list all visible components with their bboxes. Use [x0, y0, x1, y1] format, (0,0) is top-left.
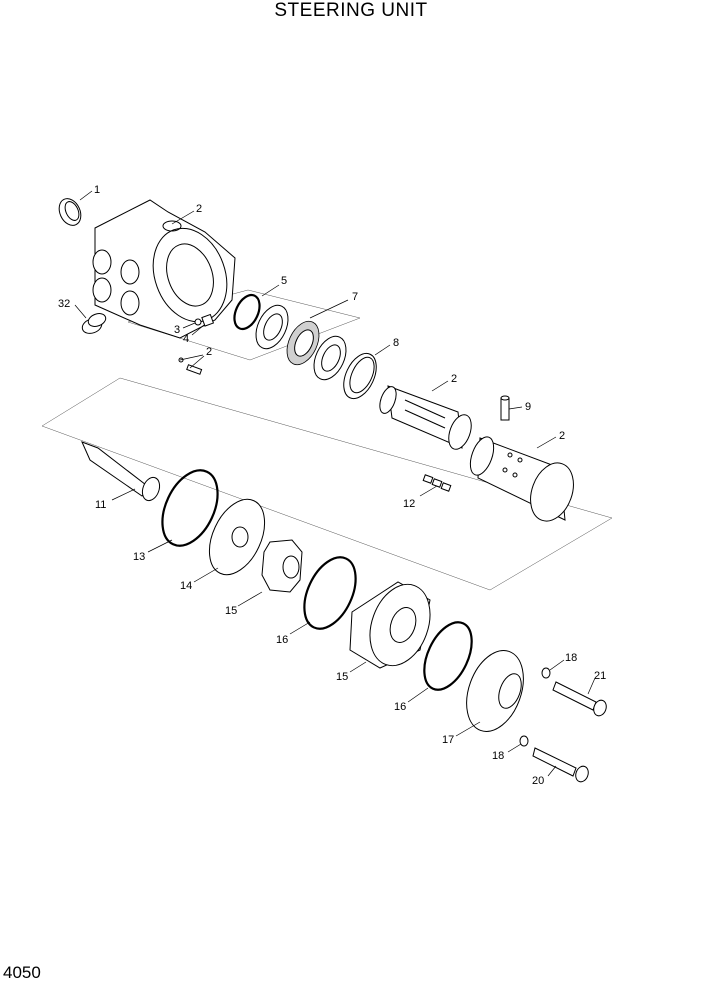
part-11-cardan-shaft	[81, 441, 161, 502]
callout-13: 13	[133, 551, 145, 563]
callout-2-pin: 2	[206, 346, 212, 358]
callout-11: 11	[95, 499, 106, 511]
part-15-gear-rotor	[261, 539, 303, 593]
part-7-bearing-washers	[255, 304, 347, 381]
part-3-ball	[194, 318, 202, 326]
part-2-pin	[178, 357, 203, 375]
part-17-end-cover	[466, 650, 524, 732]
callout-2-sleeve: 2	[559, 430, 565, 442]
part-18-washer-b	[519, 735, 529, 747]
callout-2-spool: 2	[451, 373, 457, 385]
callout-16-a: 16	[276, 634, 288, 646]
part-20-bolt	[532, 747, 589, 783]
callout-1: 1	[94, 184, 100, 196]
part-2-sleeve	[469, 436, 574, 522]
callout-9: 9	[525, 401, 531, 413]
page-title: STEERING UNIT	[274, 0, 428, 21]
part-12-springs	[422, 474, 452, 492]
callout-17: 17	[442, 734, 454, 746]
callout-20: 20	[532, 775, 544, 787]
part-13-oring	[161, 469, 219, 547]
callout-16-b: 16	[394, 701, 406, 713]
callout-14: 14	[180, 580, 192, 592]
part-18-washer-a	[541, 667, 551, 679]
part-2-housing	[92, 199, 236, 339]
part-2-spool	[379, 385, 472, 450]
part-4-valve	[201, 313, 215, 327]
callout-7: 7	[352, 291, 358, 303]
callout-2-housing: 2	[196, 203, 202, 215]
part-15-gear-ring	[349, 581, 431, 669]
assembly-frame	[41, 377, 613, 591]
callout-18-a: 18	[565, 652, 577, 664]
callout-5: 5	[281, 275, 287, 287]
leader-lines	[74, 190, 596, 777]
part-5-oring	[233, 293, 261, 331]
callout-21: 21	[594, 670, 606, 682]
part-1-ring	[58, 198, 82, 226]
part-32-plug	[81, 313, 107, 334]
part-8-ring	[343, 352, 377, 400]
callout-15-gear: 15	[225, 605, 237, 617]
page-number: 4050	[3, 963, 41, 982]
callout-12: 12	[403, 498, 415, 510]
part-14-plate	[208, 498, 266, 576]
callout-32: 32	[58, 298, 70, 310]
callout-8: 8	[393, 337, 399, 349]
part-21-bolt	[552, 681, 607, 717]
callout-3: 3	[174, 324, 180, 336]
part-16-oring-a	[303, 556, 357, 630]
callout-4: 4	[183, 333, 189, 345]
callout-18-b: 18	[492, 750, 504, 762]
callout-15-ring: 15	[336, 671, 348, 683]
part-9-pin	[500, 395, 510, 421]
part-16-oring-b	[423, 621, 473, 691]
